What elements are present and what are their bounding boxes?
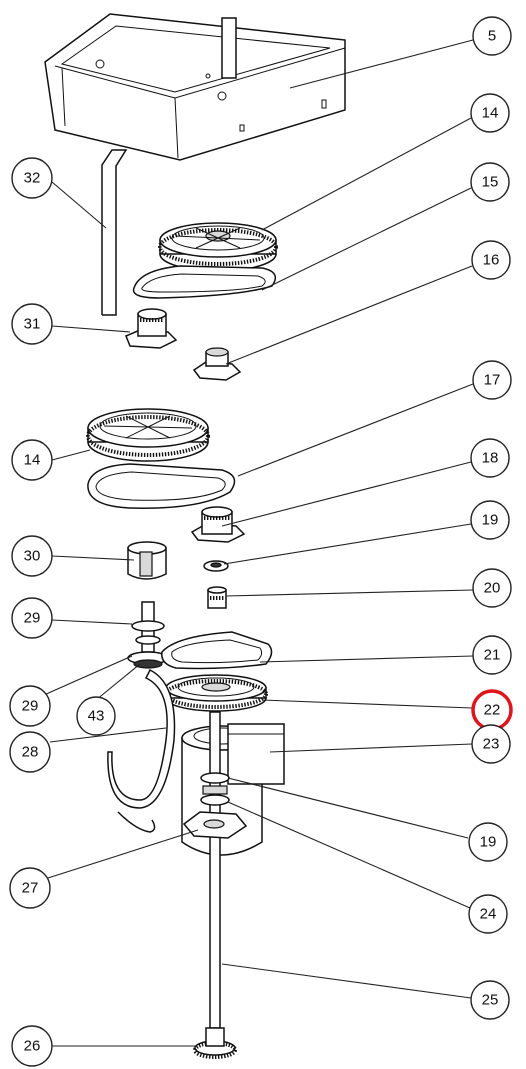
- svg-text:19: 19: [482, 512, 499, 529]
- callout-21: 21: [472, 635, 512, 675]
- svg-text:43: 43: [88, 708, 105, 725]
- callout-26: 26: [11, 1025, 53, 1067]
- part-gear-mount-31: [125, 308, 178, 349]
- callout-16: 16: [471, 240, 511, 280]
- svg-text:21: 21: [484, 647, 501, 664]
- svg-text:29: 29: [24, 610, 41, 627]
- callout-14-lower: 14: [11, 439, 53, 481]
- callout-28: 28: [9, 731, 51, 773]
- svg-text:26: 26: [24, 1038, 41, 1055]
- leader-lines: [43, 39, 474, 1047]
- svg-text:18: 18: [482, 450, 499, 467]
- callout-17: 17: [472, 360, 512, 400]
- callout-29-lower: 29: [9, 685, 51, 727]
- svg-text:32: 32: [24, 170, 41, 187]
- part-tray: [44, 13, 346, 161]
- svg-text:25: 25: [482, 992, 499, 1009]
- part-sleeve-30: [127, 541, 167, 580]
- part-hose-28: [107, 668, 176, 833]
- part-gear-mount-18: [190, 506, 246, 543]
- part-gear-22: [164, 674, 268, 712]
- callout-14-upper: 14: [470, 93, 510, 133]
- part-ring-21: [161, 631, 273, 670]
- callouts: 5 14 15 32 16 31 17 14: [9, 16, 513, 1067]
- part-bearing-mount-16: [192, 347, 242, 381]
- callout-18: 18: [470, 438, 510, 478]
- svg-text:30: 30: [24, 548, 41, 565]
- part-rod: [101, 149, 128, 316]
- svg-text:22: 22: [484, 702, 501, 719]
- part-bearings-lower: [200, 772, 230, 806]
- callout-32: 32: [11, 157, 53, 199]
- callout-5: 5: [472, 16, 512, 56]
- callout-31: 31: [11, 303, 53, 345]
- svg-text:17: 17: [484, 372, 501, 389]
- svg-text:28: 28: [22, 744, 39, 761]
- part-belt-upper: [132, 265, 277, 299]
- svg-text:16: 16: [483, 252, 500, 269]
- svg-text:19: 19: [480, 834, 497, 851]
- callout-20: 20: [472, 568, 512, 608]
- callout-27: 27: [9, 867, 51, 909]
- callout-19-upper: 19: [470, 500, 510, 540]
- part-shaft-29: [127, 601, 169, 669]
- svg-text:27: 27: [22, 880, 39, 897]
- callout-43: 43: [76, 696, 116, 736]
- part-base-plate-27: [182, 811, 248, 839]
- part-belt-lower: [87, 463, 236, 509]
- svg-text:14: 14: [482, 105, 499, 122]
- callout-19-lower: 19: [468, 822, 508, 862]
- callout-22-highlighted: 22: [471, 689, 513, 731]
- part-pulley-upper: [158, 222, 278, 272]
- svg-text:20: 20: [484, 580, 501, 597]
- part-shaft-25: [209, 711, 221, 1029]
- svg-text:14: 14: [24, 452, 41, 469]
- callout-24: 24: [468, 894, 508, 934]
- part-pulley-lower: [86, 408, 210, 462]
- part-bottom-gear-26: [193, 1027, 237, 1059]
- callout-29-upper: 29: [11, 597, 53, 639]
- svg-text:31: 31: [24, 316, 41, 333]
- callout-15: 15: [470, 162, 510, 202]
- svg-text:5: 5: [488, 28, 496, 45]
- callout-30: 30: [11, 535, 53, 577]
- svg-text:24: 24: [480, 906, 497, 923]
- part-small-gear-20: [207, 586, 227, 609]
- part-bearing-19-upper: [203, 560, 229, 572]
- callout-23: 23: [471, 724, 511, 764]
- callout-25: 25: [470, 980, 510, 1020]
- svg-text:23: 23: [483, 736, 500, 753]
- svg-text:15: 15: [482, 174, 499, 191]
- svg-text:29: 29: [22, 698, 39, 715]
